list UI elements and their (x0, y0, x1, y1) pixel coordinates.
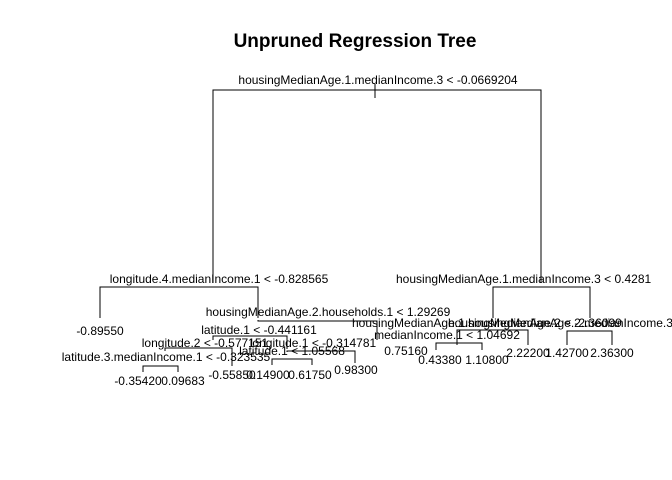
split-r-hma1: housingMedianAge.1.housingMedianAge.2.me… (352, 316, 672, 330)
split-left: longitude.4.medianIncome.1 < -0.828565 (110, 272, 329, 286)
tree-edges (99, 84, 613, 372)
split-l-lat: latitude.1 < -0.441161 (201, 323, 317, 337)
split-root: housingMedianAge.1.medianIncome.3 < -0.0… (238, 73, 518, 87)
edge-l-lon2 (164, 347, 233, 366)
leaf-value: -0.55850 (208, 368, 256, 382)
split-l-lon1: longitude.1 < -0.314781 (250, 336, 377, 350)
leaf-value: 0.61750 (288, 368, 332, 382)
edge-left (99, 286, 259, 318)
split-r-hma2: housingMedianAge.2 < -2.36099 (448, 316, 622, 330)
edge-l-lon1 (286, 350, 356, 363)
leaf-value: 2.36300 (590, 346, 634, 360)
leaf-value: 2.22200 (506, 346, 550, 360)
edge-l-lat (212, 335, 288, 349)
leaf-value: 0.43380 (418, 353, 462, 367)
leaf-value: -0.35420 (114, 374, 162, 388)
edge-l-mid (257, 320, 378, 340)
split-labels: housingMedianAge.1.medianIncome.3 < -0.0… (62, 73, 672, 364)
split-l-mid: housingMedianAge.2.households.1 < 1.2926… (206, 305, 451, 319)
leaf-value: 0.75160 (384, 344, 428, 358)
split-l-lat3: latitude.3.medianIncome.1 < -0.323535 (62, 350, 271, 364)
split-r-mi1: medianIncome.1 < 1.04692 (374, 328, 520, 342)
edge-l-lat3 (142, 365, 179, 372)
leaf-value: 0.09683 (161, 374, 205, 388)
leaf-labels: -0.89550 -0.35420 0.09683 -0.55850 0.149… (76, 324, 634, 388)
leaf-value: -0.89550 (76, 324, 124, 338)
leaf-value: 0.14900 (246, 368, 290, 382)
edge-r-mi1 (435, 342, 483, 350)
edge-right (492, 286, 591, 318)
edge-root (212, 89, 542, 283)
split-right: housingMedianAge.1.medianIncome.3 < 0.42… (396, 272, 652, 286)
edge-l-lat1b (271, 358, 313, 365)
edge-r-hma1 (456, 329, 529, 345)
plot-title: Unpruned Regression Tree (234, 31, 477, 52)
leaf-value: 1.42700 (545, 346, 589, 360)
split-l-lon2: longitude.2 < -0.577151 (142, 336, 269, 350)
edge-r-hma2 (566, 330, 613, 345)
leaf-value: 0.98300 (334, 363, 378, 377)
split-l-lat1b: latitude.1 < 1.05568 (239, 344, 345, 358)
leaf-value: 1.10800 (465, 353, 509, 367)
